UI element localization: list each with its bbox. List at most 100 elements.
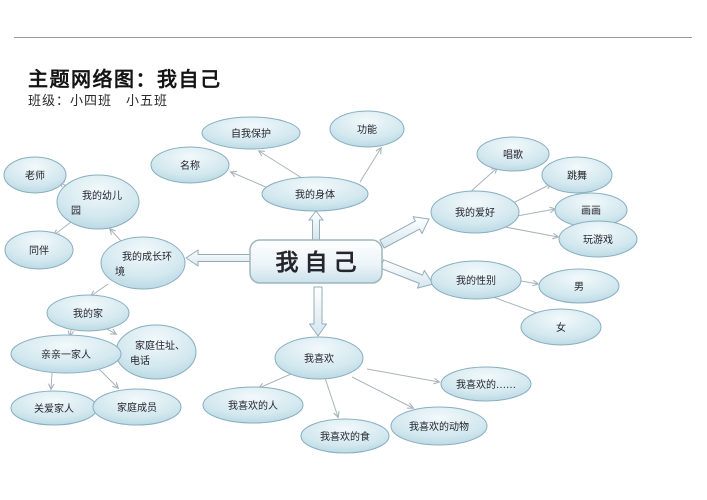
node-ellipse xyxy=(3,156,67,194)
node-label: 我的成长环 xyxy=(122,250,172,263)
node-ellipse xyxy=(329,110,405,148)
node-laoshi: 老师 xyxy=(3,156,67,194)
node-xihuan-ren: 我喜欢的人 xyxy=(202,386,304,424)
block-arrow xyxy=(185,249,251,267)
node-label: 我的性别 xyxy=(456,274,496,287)
node-label: 境 xyxy=(115,265,125,278)
node-gongneng: 功能 xyxy=(329,110,405,148)
node-xihuan-qita: 我喜欢的…… xyxy=(440,366,532,402)
connector-line xyxy=(95,365,118,388)
connector-line xyxy=(359,148,381,183)
node-label: 功能 xyxy=(357,123,377,136)
node-ellipse xyxy=(261,176,369,212)
page-title: 主题网络图：我自己 xyxy=(28,69,222,92)
connector-line xyxy=(51,372,52,389)
connector-line xyxy=(259,151,306,181)
node-label: 我的身体 xyxy=(295,188,335,201)
node-wode-aihao: 我的爱好 xyxy=(430,190,520,234)
node-wode-shenti: 我的身体 xyxy=(261,176,369,212)
node-ellipse xyxy=(202,386,304,424)
node-ellipse xyxy=(100,236,186,290)
node-nv: 女 xyxy=(520,308,602,346)
node-ellipse xyxy=(300,418,390,454)
node-jiating-chengyuan: 家庭成员 xyxy=(92,388,182,426)
node-ellipse xyxy=(476,136,550,172)
node-ellipse xyxy=(538,268,620,304)
block-arrow xyxy=(379,216,430,249)
node-ellipse xyxy=(430,260,522,300)
node-label: 亲亲一家人 xyxy=(41,348,91,361)
center-label: 我自己 xyxy=(276,249,363,275)
node-ellipse xyxy=(4,230,74,270)
block-arrow xyxy=(309,286,327,337)
node-qinqin-yijiaren: 亲亲一家人 xyxy=(10,334,122,374)
connector-line xyxy=(324,377,338,417)
block-arrow xyxy=(379,259,434,289)
node-mingcheng: 名称 xyxy=(150,146,230,184)
node-ellipse xyxy=(440,366,532,402)
node-label: 自我保护 xyxy=(231,127,271,140)
node-label: 玩游戏 xyxy=(583,233,613,246)
node-ellipse xyxy=(150,146,230,184)
connector-line xyxy=(516,209,555,217)
node-ellipse xyxy=(558,220,638,258)
node-ellipse xyxy=(390,406,488,446)
node-ellipse xyxy=(46,294,130,332)
node-label: 我喜欢的人 xyxy=(228,399,278,412)
top-rule xyxy=(14,37,692,38)
node-label: 跳舞 xyxy=(567,169,587,182)
node-xihuan-shi: 我喜欢的食 xyxy=(300,418,390,454)
node-ellipse xyxy=(92,388,182,426)
connector-line xyxy=(259,373,292,388)
connector-line xyxy=(351,376,413,408)
node-ellipse xyxy=(10,334,122,374)
page-subtitle: 班级：小四班 小五班 xyxy=(28,93,169,108)
node-ellipse xyxy=(520,308,602,346)
connector-line xyxy=(110,229,122,242)
node-guanai-jiaren: 关爱家人 xyxy=(10,390,98,426)
node-changge: 唱歌 xyxy=(476,136,550,172)
node-jiating-zhuzhi: 家庭住址、电话 xyxy=(115,324,197,380)
node-tongban: 同伴 xyxy=(4,230,74,270)
node-label: 我喜欢的动物 xyxy=(409,420,469,433)
connector-line xyxy=(366,368,439,382)
node-ellipse xyxy=(274,336,364,380)
center-box xyxy=(249,239,383,284)
node-label: 老师 xyxy=(25,169,45,182)
connector-line xyxy=(54,221,72,235)
node-label: 男 xyxy=(574,281,584,293)
connector-line xyxy=(91,283,109,296)
node-ziwo-baohu: 自我保护 xyxy=(201,116,301,150)
node-label: 我的家 xyxy=(73,307,103,320)
node-label: 关爱家人 xyxy=(34,402,74,415)
block-arrow xyxy=(308,210,324,241)
node-label: 女 xyxy=(556,321,566,334)
node-label: 我的幼儿 xyxy=(82,189,122,202)
node-nan: 男 xyxy=(538,268,620,304)
node-ellipse xyxy=(56,174,140,230)
node-label: 我的爱好 xyxy=(455,206,495,219)
node-label: 名称 xyxy=(180,159,200,172)
node-label: 我喜欢的食 xyxy=(320,430,370,443)
node-ellipse xyxy=(541,156,613,194)
node-label: 我喜欢的…… xyxy=(456,378,516,391)
node-label: 园 xyxy=(71,205,81,217)
node-ellipse xyxy=(115,324,197,380)
node-label: 画画 xyxy=(581,206,601,217)
center-node: 我自己 xyxy=(249,239,383,284)
node-label: 同伴 xyxy=(29,244,49,257)
node-wan-youxi: 玩游戏 xyxy=(558,220,638,258)
node-xihuan-dongwu: 我喜欢的动物 xyxy=(390,406,488,446)
node-label: 家庭成员 xyxy=(117,401,157,414)
node-label: 电话 xyxy=(130,354,150,367)
node-wode-xingbie: 我的性别 xyxy=(430,260,522,300)
node-label: 家庭住址、 xyxy=(135,339,185,352)
node-wo-xihuan: 我喜欢 xyxy=(274,336,364,380)
connector-line xyxy=(231,172,269,189)
connector-line xyxy=(504,226,558,237)
node-label: 唱歌 xyxy=(503,148,523,161)
connector-line xyxy=(520,281,538,284)
node-ellipse xyxy=(201,116,301,150)
node-label: 我喜欢 xyxy=(304,352,334,365)
